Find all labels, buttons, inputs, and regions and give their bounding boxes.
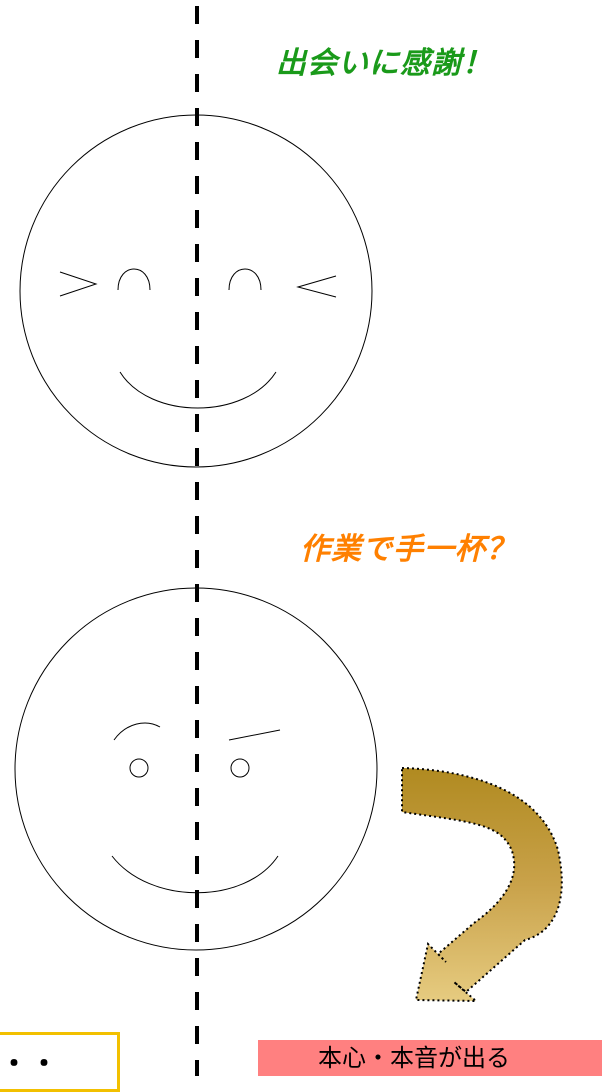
honne-label-box — [258, 1040, 602, 1076]
caption-busy: 作業で手一杯？ — [300, 532, 517, 567]
right-eye-dot — [230, 758, 250, 778]
right-eyebrow — [228, 729, 281, 741]
left-eye-dot — [129, 758, 149, 778]
left-eye — [117, 268, 151, 291]
smile-mouth — [119, 371, 277, 409]
right-whiskers — [296, 275, 337, 298]
yellow-note-text: ・・ — [0, 1047, 61, 1080]
curved-arrow-body — [401, 766, 563, 1003]
curved-arrow-icon — [401, 766, 563, 1003]
left-eyebrow — [113, 722, 161, 741]
caption-thanks: 出会いに感謝！ — [276, 46, 493, 81]
honne-label-text: 本心・本音が出る — [318, 1044, 510, 1072]
right-eye — [228, 268, 262, 291]
left-whiskers — [59, 271, 98, 297]
